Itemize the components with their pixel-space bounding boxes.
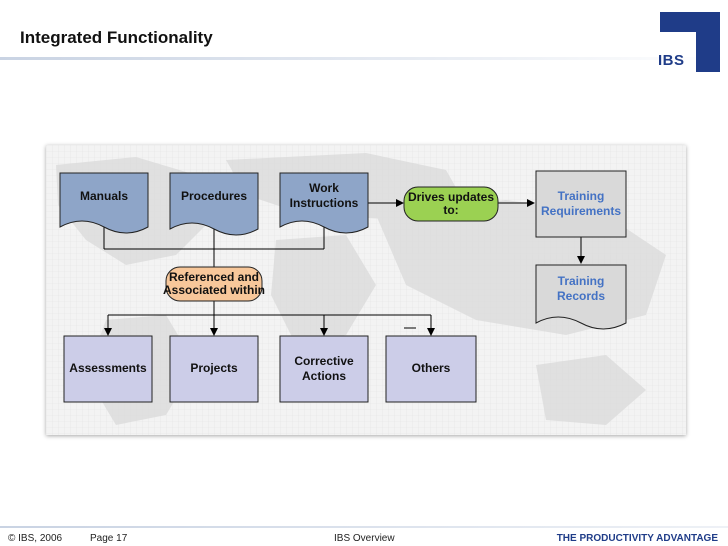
process-diagram: Manuals Procedures Work Instructions Dri… <box>46 145 686 435</box>
work-instructions-document-box: Work Instructions <box>279 172 369 234</box>
training-requirements-label-line-1: Training <box>558 189 605 203</box>
training-records-label-line-2: Records <box>557 289 605 303</box>
training-requirements-label-line-2: Requirements <box>541 204 621 218</box>
referenced-label-line-2: Associated within <box>163 283 265 297</box>
corrective-actions-box: Corrective Actions <box>279 335 369 403</box>
ibs-logo-text: IBS <box>658 52 685 69</box>
work-instructions-label-line-2: Instructions <box>290 196 359 210</box>
footer-tagline: THE PRODUCTIVITY ADVANTAGE <box>556 533 718 544</box>
training-records-document-box: Training Records <box>535 264 627 330</box>
procedures-document-box: Procedures <box>169 172 259 236</box>
assessments-box: Assessments <box>63 335 153 403</box>
assessments-label: Assessments <box>69 361 147 375</box>
projects-label: Projects <box>190 361 238 375</box>
ibs-logo-icon <box>660 12 720 72</box>
drives-updates-box: Drives updates to: <box>403 186 499 222</box>
slide-title: Integrated Functionality <box>20 28 213 47</box>
corrective-actions-label-line-1: Corrective <box>294 354 354 368</box>
corrective-actions-label-line-2: Actions <box>302 369 346 383</box>
drives-updates-label-line-1: Drives updates <box>408 190 494 204</box>
referenced-associated-box: Referenced and Associated within <box>163 266 265 302</box>
referenced-label-line-1: Referenced and <box>169 270 259 284</box>
projects-box: Projects <box>169 335 259 403</box>
training-records-label-line-1: Training <box>558 274 605 288</box>
footer-center-title: IBS Overview <box>334 533 395 544</box>
drives-updates-label-line-2: to: <box>443 203 458 217</box>
training-requirements-box: Training Requirements <box>535 170 627 238</box>
manuals-document-box: Manuals <box>59 172 149 234</box>
work-instructions-label-line-1: Work <box>309 181 339 195</box>
manuals-label: Manuals <box>80 189 128 203</box>
connectors <box>103 199 585 336</box>
footer-divider <box>0 526 728 528</box>
footer-copyright: © IBS, 2006 <box>8 533 63 544</box>
title-divider <box>0 57 728 60</box>
others-label: Others <box>412 361 451 375</box>
others-box: Others <box>385 335 477 403</box>
procedures-label: Procedures <box>181 189 247 203</box>
footer-page-number: Page 17 <box>90 533 128 544</box>
